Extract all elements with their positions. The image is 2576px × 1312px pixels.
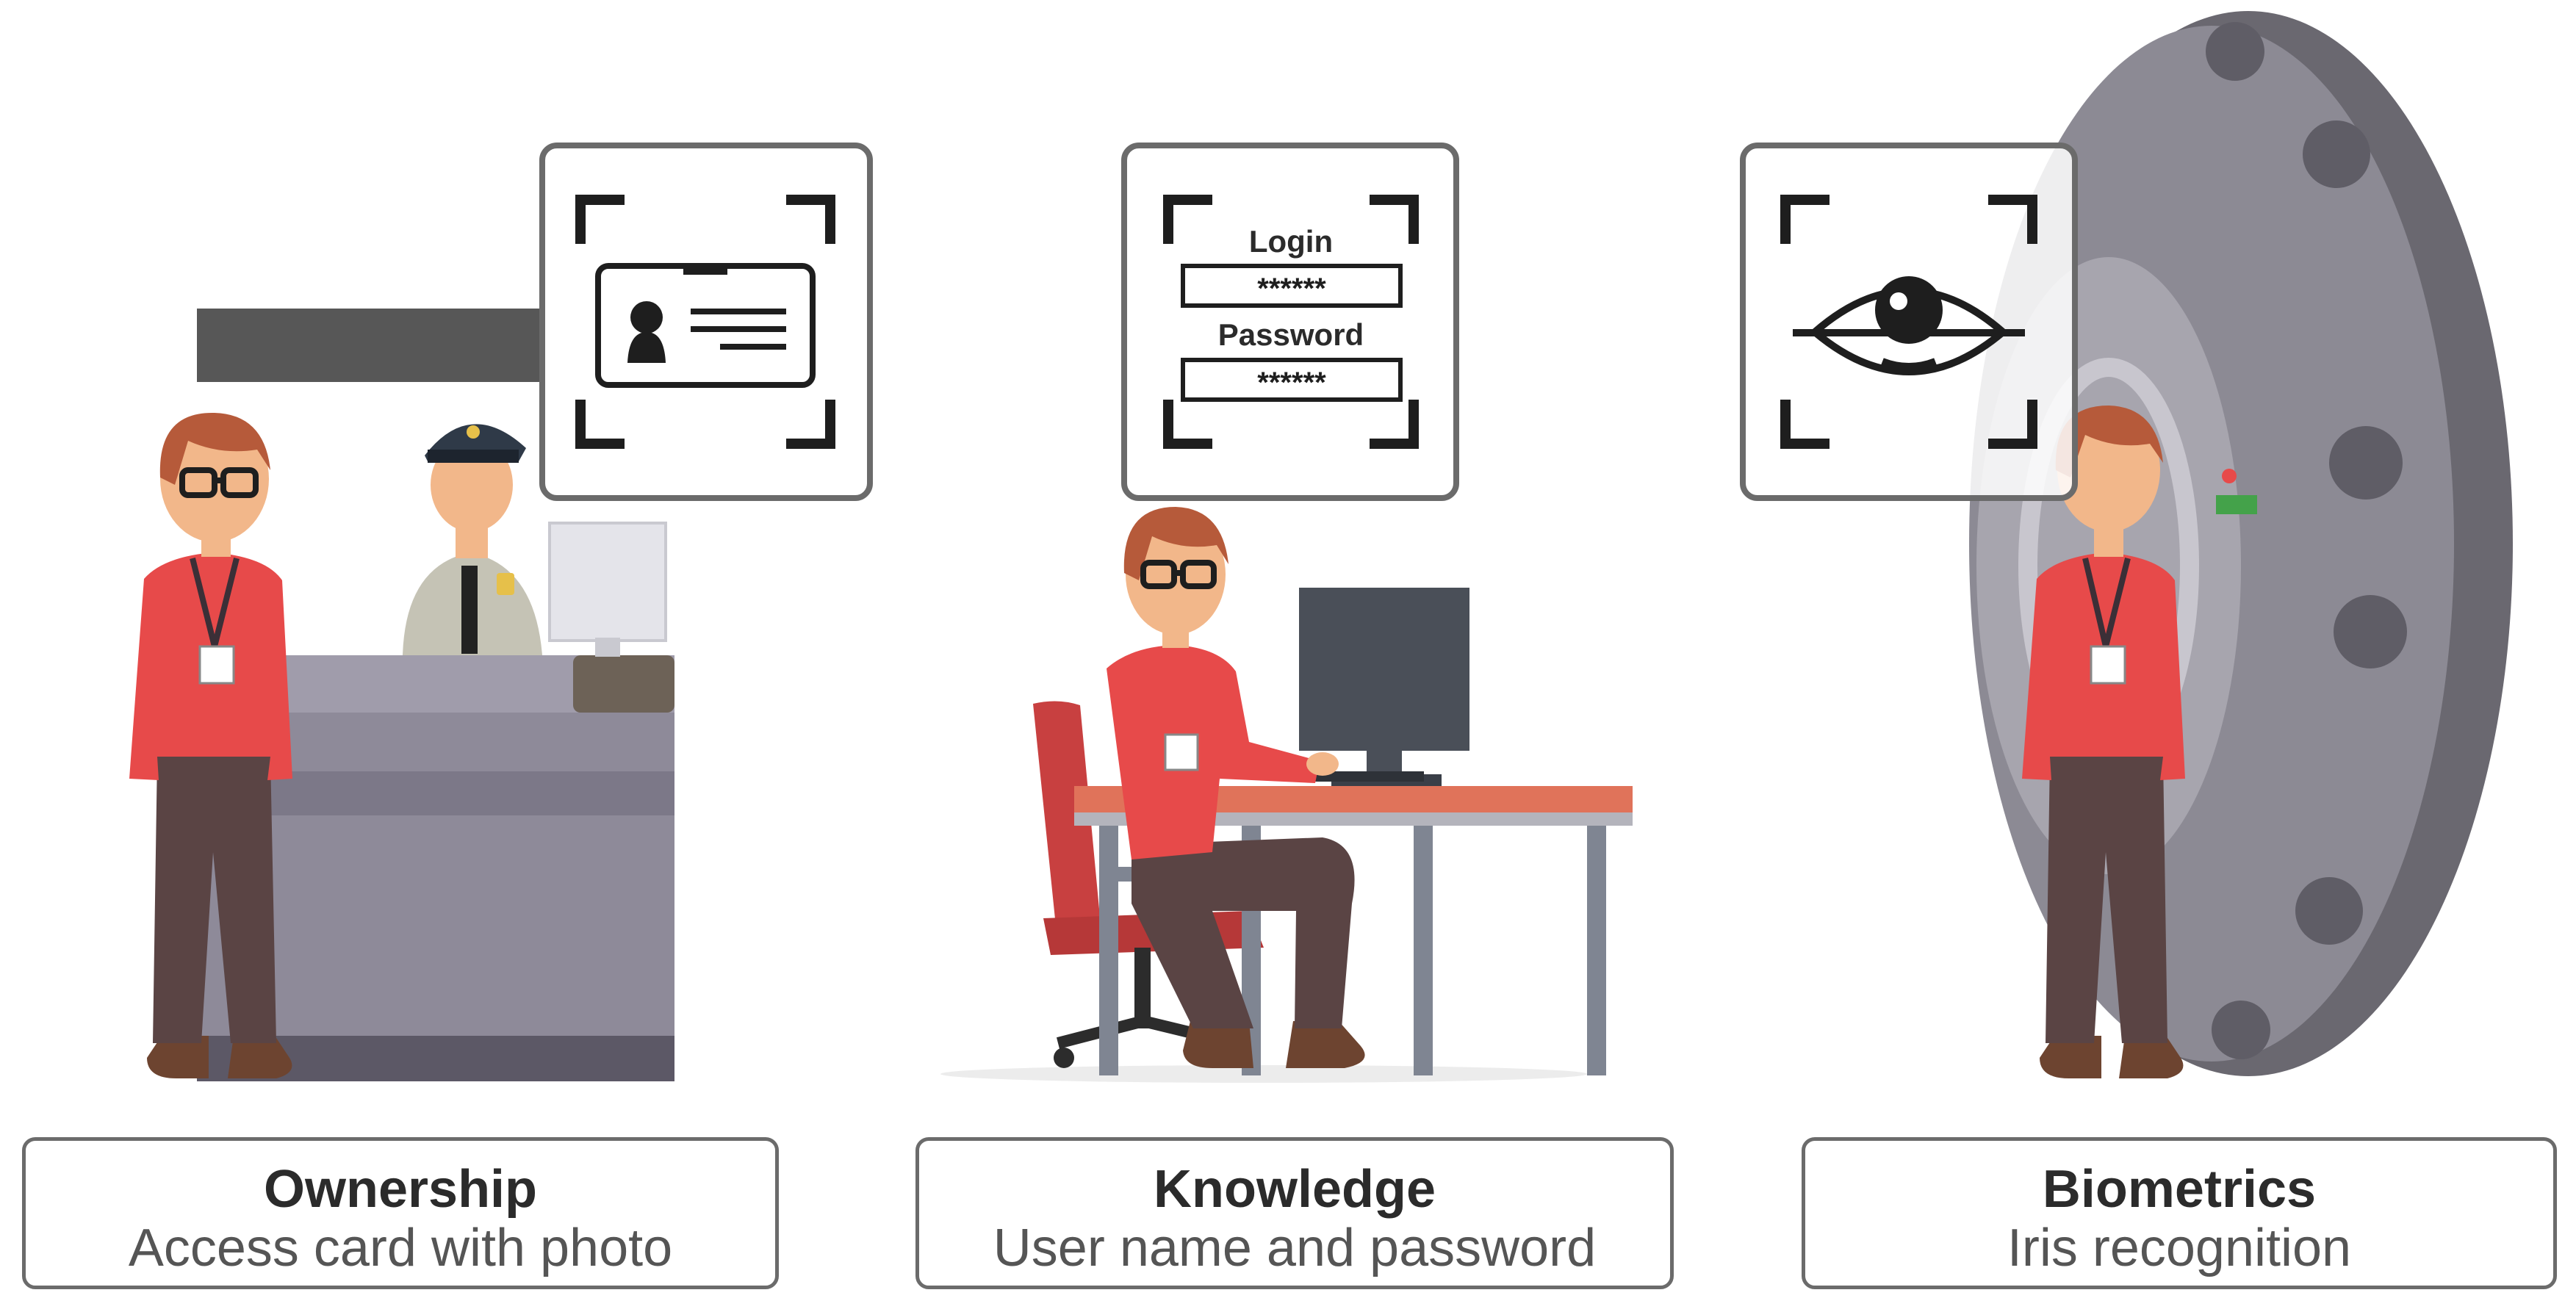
biometrics-scene bbox=[1740, 11, 2513, 1078]
caption-title: Biometrics bbox=[2042, 1160, 2317, 1219]
caption-title: Knowledge bbox=[1153, 1160, 1436, 1219]
security-guard bbox=[403, 424, 542, 655]
caption-biometrics: Biometrics Iris recognition bbox=[1802, 1137, 2557, 1289]
knowledge-scene: Login ****** Password ****** bbox=[940, 143, 1633, 1083]
caption-subtitle: User name and password bbox=[993, 1219, 1597, 1277]
wall-bar bbox=[197, 309, 594, 382]
person-ownership bbox=[129, 412, 292, 1078]
office-desk bbox=[1074, 786, 1633, 1075]
eye-icon bbox=[1740, 143, 2078, 501]
login-field bbox=[1181, 264, 1403, 308]
login-value: ****** bbox=[1257, 273, 1326, 305]
login-label: Login bbox=[1249, 224, 1333, 259]
caption-subtitle: Iris recognition bbox=[2007, 1219, 2352, 1277]
ownership-scene bbox=[129, 143, 873, 1081]
caption-subtitle: Access card with photo bbox=[128, 1219, 673, 1277]
reception-monitor bbox=[548, 522, 667, 657]
password-value: ****** bbox=[1257, 367, 1326, 399]
person-knowledge bbox=[1107, 507, 1365, 1068]
desk-monitor bbox=[1299, 588, 1469, 786]
caption-knowledge: Knowledge User name and password bbox=[915, 1137, 1674, 1289]
password-field bbox=[1181, 358, 1403, 402]
person-biometrics bbox=[2022, 406, 2185, 1078]
caption-title: Ownership bbox=[263, 1160, 538, 1219]
id-card-icon bbox=[539, 143, 873, 501]
login-form-icon: Login ****** Password ****** bbox=[1121, 143, 1459, 501]
caption-ownership: Ownership Access card with photo bbox=[22, 1137, 779, 1289]
iris-scanner bbox=[2216, 495, 2257, 514]
password-label: Password bbox=[1218, 317, 1364, 352]
